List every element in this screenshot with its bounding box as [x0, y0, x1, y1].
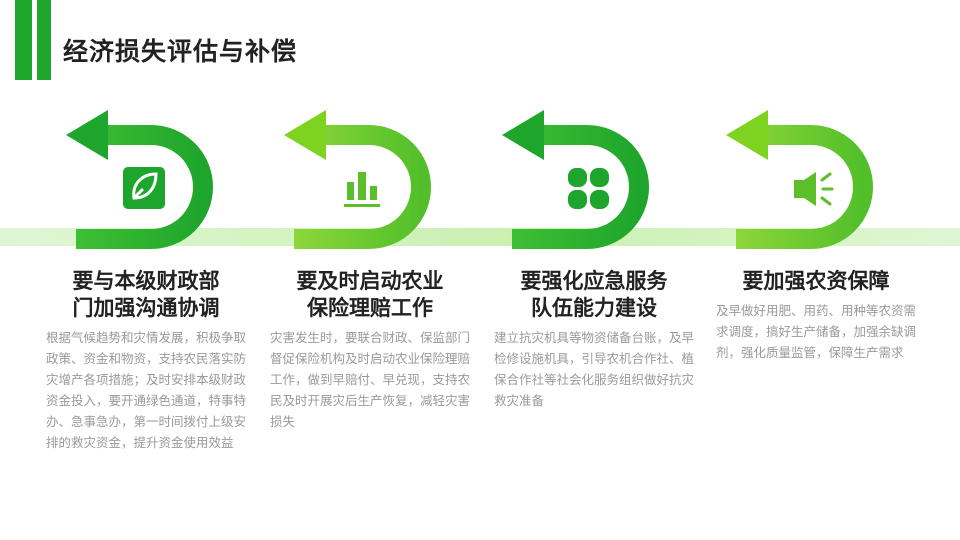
speaker-icon	[794, 172, 834, 206]
clover-icon	[568, 168, 609, 209]
u-turn-arrow-1	[66, 110, 213, 249]
timeline-band	[0, 228, 960, 246]
u-turn-arrow-2	[284, 110, 431, 249]
accent-bar-left	[15, 0, 32, 80]
step-title: 要及时启动农业 保险理赔工作	[296, 269, 444, 320]
step-description: 根据气候趋势和灾情发展，积极争取政策、资金和物资，支持农民落实防灾增产各项措施；…	[46, 330, 247, 450]
step-title: 要强化应急服务 队伍能力建设	[520, 269, 668, 320]
step-description: 及早做好用肥、用药、用种等农资需求调度，搞好生产储备，加强余缺调剂，强化质量监管…	[716, 303, 917, 360]
step-description: 灾害发生时，要联合财政、保监部门督促保险机构及时启动农业保险理赔工作，做到早赔付…	[270, 330, 471, 429]
step-description: 建立抗灾机具等物资储备台账，及早检修设施机具，引导农机合作社、植保合作社等社会化…	[494, 330, 695, 408]
step-title: 要加强农资保障	[742, 269, 890, 293]
step-title: 要与本级财政部 门加强沟通协调	[72, 269, 220, 320]
leaf-icon	[123, 167, 165, 209]
u-turn-arrow-3	[502, 110, 649, 249]
step-card-2: 要及时启动农业 保险理赔工作 灾害发生时，要联合财政、保监部门督促保险机构及时启…	[270, 268, 470, 432]
step-card-1: 要与本级财政部 门加强沟通协调 根据气候趋势和灾情发展，积极争取政策、资金和物资…	[46, 268, 246, 453]
step-card-3: 要强化应急服务 队伍能力建设 建立抗灾机具等物资储备台账，及早检修设施机具，引导…	[494, 268, 694, 411]
accent-bar-right	[37, 0, 51, 80]
u-turn-arrow-4	[726, 110, 873, 249]
page-title: 经济损失评估与补偿	[63, 37, 298, 66]
bar-chart-icon	[344, 172, 380, 207]
step-card-4: 要加强农资保障 及早做好用肥、用药、用种等农资需求调度，搞好生产储备，加强余缺调…	[716, 268, 916, 363]
